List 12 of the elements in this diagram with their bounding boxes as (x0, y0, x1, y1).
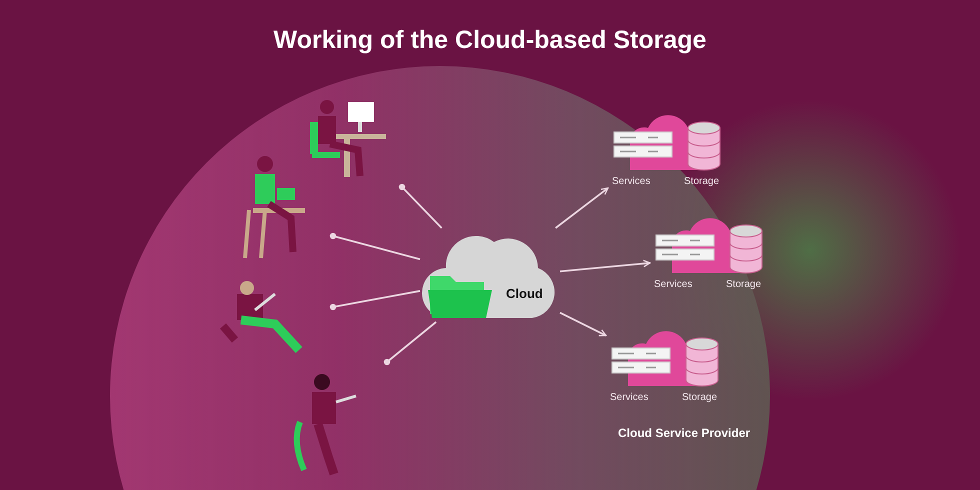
services-label: Services (654, 279, 692, 290)
connector-arrow (560, 312, 607, 336)
title: Working of the Cloud-based Storage (272, 26, 708, 55)
connector-arrow (555, 187, 609, 229)
group-caption: Cloud Service Provider (618, 426, 750, 440)
services-label: Services (610, 392, 648, 403)
storage-label: Storage (726, 279, 762, 290)
storage-label: Storage (684, 176, 720, 187)
connector-arrow (560, 260, 651, 272)
cloud-label: Cloud (506, 286, 543, 301)
services-label: Services (612, 176, 650, 187)
storage-label: Storage (682, 392, 718, 403)
